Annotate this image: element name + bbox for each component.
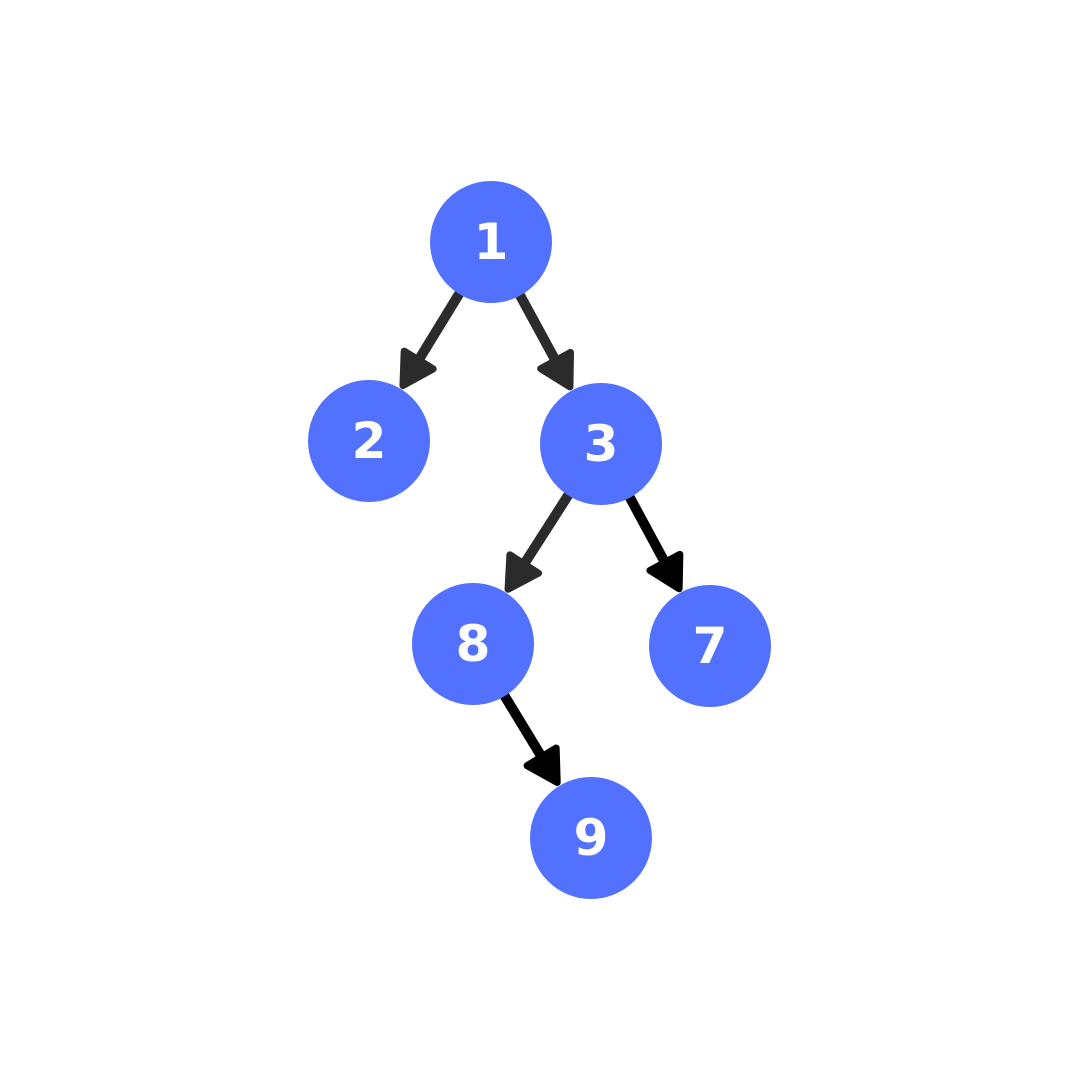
- arrow-head-icon: [504, 551, 543, 593]
- arrow-head-icon: [646, 550, 684, 593]
- arrow-head-icon: [523, 744, 561, 786]
- edge-3-to-7: [624, 490, 684, 593]
- edge-1-to-3: [514, 288, 574, 391]
- edge-line: [411, 287, 466, 369]
- edge-1-to-2: [399, 287, 466, 390]
- node-label: 8: [455, 615, 491, 673]
- tree-node-3: 3: [540, 383, 662, 505]
- tree-node-9: 9: [530, 777, 652, 899]
- node-label: 9: [573, 809, 609, 867]
- tree-node-7: 7: [649, 585, 771, 707]
- node-label: 2: [351, 412, 387, 470]
- edge-line: [517, 488, 575, 573]
- edge-8-to-9: [498, 689, 561, 786]
- edge-line: [498, 689, 549, 766]
- arrow-head-icon: [537, 348, 574, 391]
- tree-node-2: 2: [308, 380, 430, 502]
- tree-node-1: 1: [430, 181, 552, 303]
- tree-node-8: 8: [412, 583, 534, 705]
- edge-line: [514, 288, 563, 370]
- arrow-head-icon: [399, 347, 437, 390]
- edge-3-to-8: [504, 488, 575, 593]
- edge-line: [624, 490, 672, 571]
- node-label: 7: [692, 617, 728, 675]
- node-label: 1: [473, 213, 509, 271]
- node-label: 3: [583, 415, 619, 473]
